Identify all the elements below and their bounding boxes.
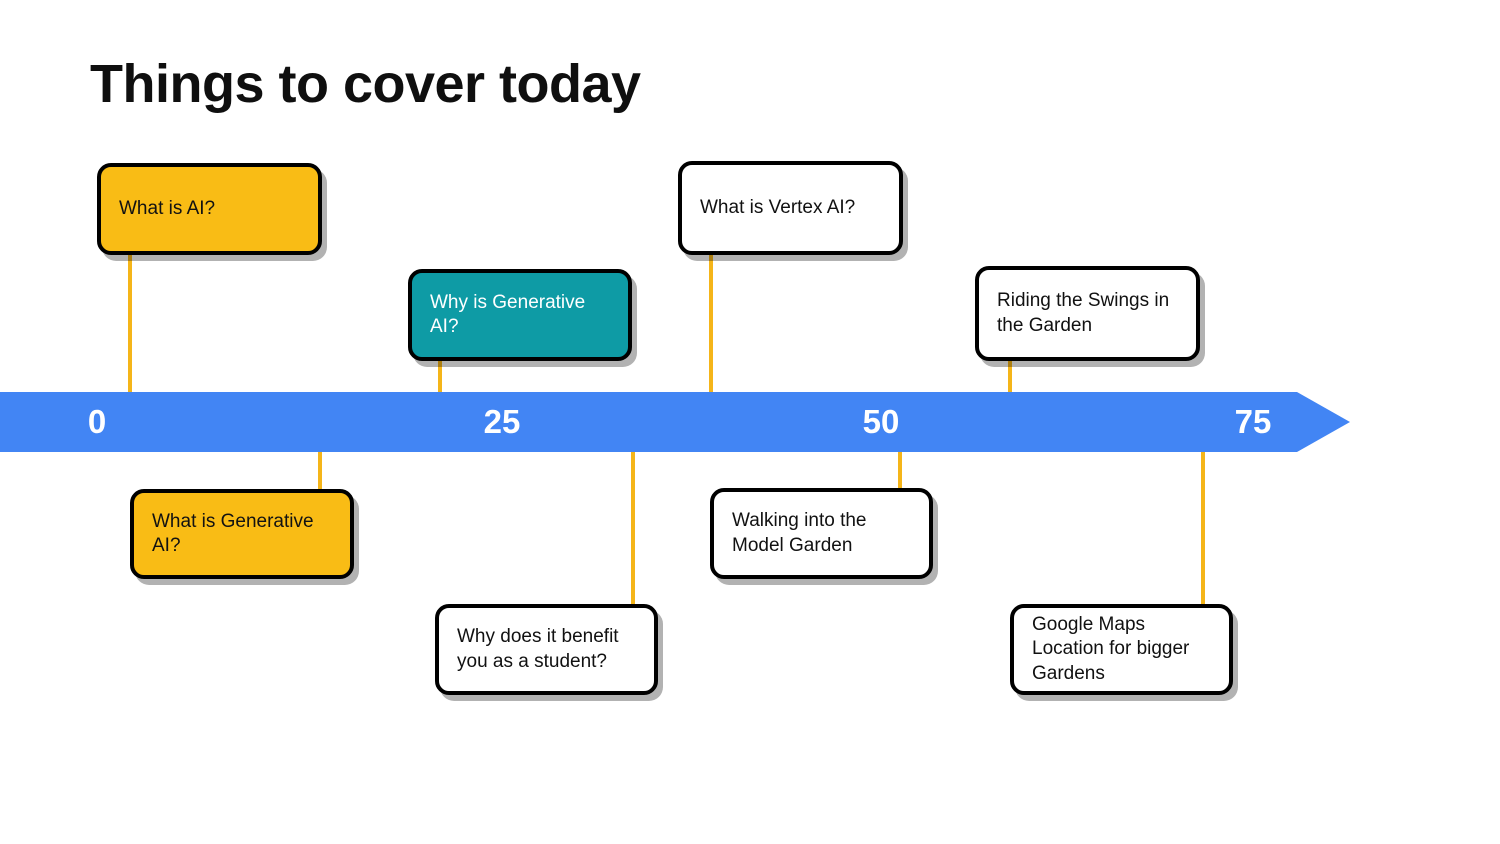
connector-card-google-maps-location (1201, 452, 1205, 604)
timeline-tick-75: 75 (1234, 403, 1272, 440)
card-what-is-ai-label: What is AI? (119, 197, 216, 219)
connector-card-why-is-generative-ai (438, 361, 442, 392)
card-google-maps-location[interactable]: Google Maps Location for bigger Gardens (1010, 604, 1233, 695)
card-why-does-it-benefit-you-label: Why does it benefit you as a student? (457, 626, 619, 672)
timeline-bar (0, 392, 1297, 452)
card-what-is-vertex-ai-label: What is Vertex AI? (700, 196, 856, 218)
card-why-is-generative-ai[interactable]: Why is Generative AI? (408, 269, 632, 361)
card-what-is-vertex-ai[interactable]: What is Vertex AI? (678, 161, 903, 255)
card-why-is-generative-ai-label: Why is Generative AI? (430, 291, 586, 337)
timeline-tick-25: 25 (483, 403, 521, 440)
card-walking-into-the-model-garden[interactable]: Walking into the Model Garden (710, 488, 933, 579)
connector-card-riding-the-swings (1008, 361, 1012, 392)
card-why-does-it-benefit-you[interactable]: Why does it benefit you as a student? (435, 604, 658, 695)
connector-card-what-is-vertex-ai (709, 255, 713, 392)
connector-card-what-is-generative-ai (318, 452, 322, 489)
connector-card-what-is-ai (128, 255, 132, 392)
timeline-tick-0: 0 (87, 403, 107, 440)
timeline-tick-50: 50 (862, 403, 900, 440)
page-title: Things to cover today (90, 54, 641, 114)
card-google-maps-location-label: Google Maps Location for bigger Gardens (1032, 614, 1190, 684)
card-walking-into-the-model-garden-label: Walking into the Model Garden (732, 510, 867, 556)
card-riding-the-swings[interactable]: Riding the Swings in the Garden (975, 266, 1200, 361)
connector-card-walking-into-the-model-garden (898, 452, 902, 488)
card-what-is-ai[interactable]: What is AI? (97, 163, 322, 255)
card-what-is-generative-ai-label: What is Generative AI? (152, 510, 314, 556)
connector-card-why-does-it-benefit-you (631, 452, 635, 604)
card-riding-the-swings-label: Riding the Swings in the Garden (997, 290, 1170, 336)
card-what-is-generative-ai[interactable]: What is Generative AI? (130, 489, 354, 579)
timeline-arrow-icon (1297, 392, 1350, 452)
